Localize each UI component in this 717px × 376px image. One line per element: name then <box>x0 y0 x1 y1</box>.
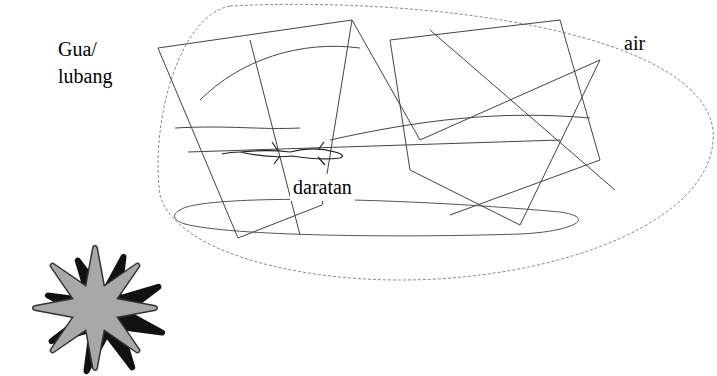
place-label: Gua/ lubang <box>58 36 130 90</box>
place-label: air <box>624 30 645 57</box>
lizard-sketch <box>222 142 342 165</box>
movement-scribbles <box>158 20 615 238</box>
decorative-star <box>29 238 180 376</box>
region-label: daratan <box>290 174 355 201</box>
habitat-oval <box>158 4 713 280</box>
